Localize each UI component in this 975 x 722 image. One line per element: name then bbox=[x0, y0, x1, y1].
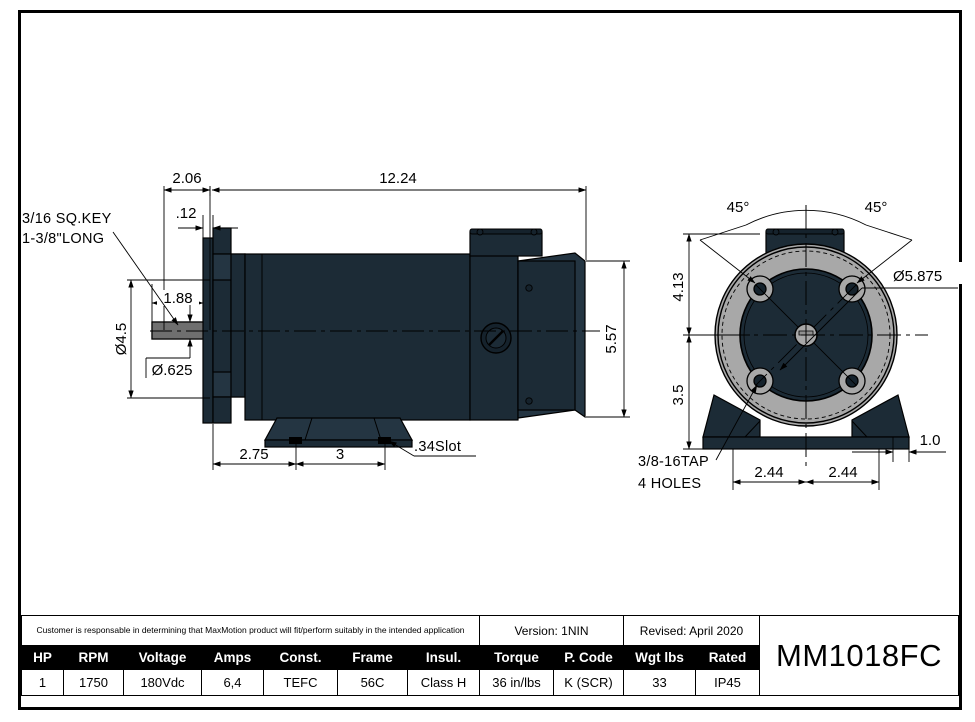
value-const: TEFC bbox=[263, 669, 338, 696]
header-amps: Amps bbox=[201, 645, 264, 670]
revised-cell: Revised: April 2020 bbox=[623, 615, 760, 646]
disclaimer-cell: Customer is responsable in determining t… bbox=[21, 615, 480, 646]
version-cell: Version: 1NIN bbox=[479, 615, 624, 646]
value-torque: 36 in/lbs bbox=[479, 669, 554, 696]
header-insul: Insul. bbox=[407, 645, 480, 670]
header-torque: Torque bbox=[479, 645, 554, 670]
header-wgt: Wgt lbs bbox=[623, 645, 696, 670]
value-amps: 6,4 bbox=[201, 669, 264, 696]
value-rated: IP45 bbox=[695, 669, 760, 696]
header-pcode: P. Code bbox=[553, 645, 624, 670]
spec-table-value-row: 1 1750 180Vdc 6,4 TEFC 56C Class H 36 in… bbox=[21, 669, 959, 696]
model-number-cell: MM1018FC bbox=[759, 615, 959, 696]
spec-table-info-row: Customer is responsable in determining t… bbox=[21, 615, 959, 696]
value-hp: 1 bbox=[21, 669, 64, 696]
header-rpm: RPM bbox=[63, 645, 124, 670]
value-wgt: 33 bbox=[623, 669, 696, 696]
value-frame: 56C bbox=[337, 669, 408, 696]
header-frame: Frame bbox=[337, 645, 408, 670]
header-hp: HP bbox=[21, 645, 64, 670]
spec-table-header-row: HP RPM Voltage Amps Const. Frame Insul. … bbox=[21, 645, 959, 670]
header-voltage: Voltage bbox=[123, 645, 202, 670]
value-rpm: 1750 bbox=[63, 669, 124, 696]
value-insul: Class H bbox=[407, 669, 480, 696]
header-rated: Rated bbox=[695, 645, 760, 670]
value-pcode: K (SCR) bbox=[553, 669, 624, 696]
value-voltage: 180Vdc bbox=[123, 669, 202, 696]
header-const: Const. bbox=[263, 645, 338, 670]
drawing-border-frame bbox=[18, 10, 962, 710]
specification-table: Customer is responsable in determining t… bbox=[21, 615, 959, 696]
